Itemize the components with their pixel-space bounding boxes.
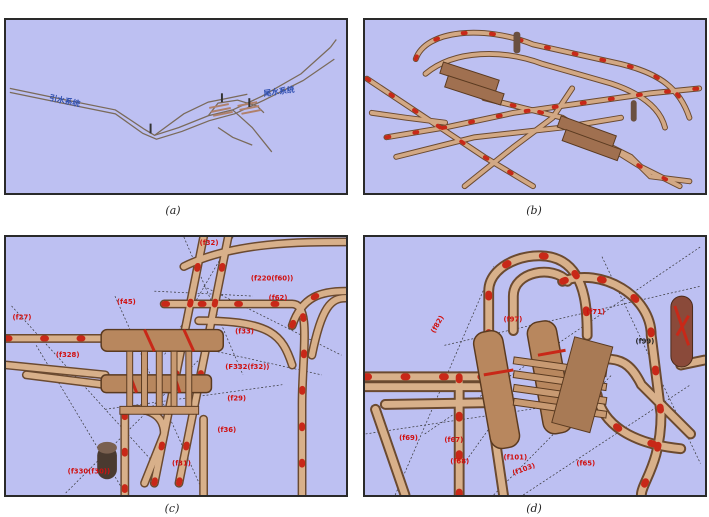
fault-label-f65: (f65) xyxy=(576,459,595,467)
caverns-b xyxy=(439,61,622,162)
panel-b xyxy=(363,18,707,195)
fault-label-f67: (f67) xyxy=(444,436,463,444)
shafts-a xyxy=(149,93,251,134)
tunnels-b xyxy=(365,29,703,190)
caption-a: (a) xyxy=(165,204,181,217)
fault-label-F332-f32: (F332(f32)) xyxy=(225,363,269,371)
shafts-b xyxy=(513,31,637,122)
caverns-d xyxy=(472,320,614,450)
fault-label-f29: (f29) xyxy=(227,394,246,402)
panel-d: (f82) (f97) (f71) (f99) (f69) (f67) (f68… xyxy=(363,235,707,497)
surge-shaft-d xyxy=(670,295,694,368)
caverns-c xyxy=(100,328,225,415)
fault-label-f27: (f27) xyxy=(13,314,32,322)
fault-label-f69: (f69) xyxy=(399,434,418,442)
label-yinshui: 引水系统 xyxy=(49,92,82,108)
caption-b: (b) xyxy=(526,204,542,217)
fault-label-f62: (f62) xyxy=(269,294,288,302)
fault-label-f82: (f82) xyxy=(429,314,445,334)
fault-label-f71: (f71) xyxy=(586,308,605,316)
label-weishui: 尾水系统 xyxy=(263,84,295,98)
caption-c: (c) xyxy=(164,502,180,515)
fault-label-f36: (f36) xyxy=(217,426,236,434)
fault-label-f33: (f33) xyxy=(235,328,254,336)
fault-label-f68: (f68) xyxy=(450,457,469,465)
fault-label-f330-f30: (f330(f30)) xyxy=(68,467,110,475)
fault-label-f103: (f103) xyxy=(511,462,536,478)
caverns-a xyxy=(209,101,262,117)
tunnels-c xyxy=(6,237,346,495)
fault-label-f45: (f45) xyxy=(117,298,136,306)
fault-label-f101: (f101) xyxy=(503,454,527,462)
fault-label-f32: (f32) xyxy=(200,239,219,247)
tunnel-lines-a xyxy=(9,39,337,153)
fault-label-f328: (f328) xyxy=(56,351,80,359)
caption-d: (d) xyxy=(526,502,542,515)
panel-c: (f27) (f328) (f45) (f32) (f220(f60)) (f6… xyxy=(4,235,348,497)
surge-shaft-c xyxy=(97,441,117,480)
fault-label-f31: (f31) xyxy=(172,459,191,467)
fault-label-f99: (f99) xyxy=(635,337,654,345)
panel-b-drawing xyxy=(365,29,703,190)
panel-a: 引水系统 尾水系统 xyxy=(4,18,348,195)
panel-c-drawing: (f27) (f328) (f45) (f32) (f220(f60)) (f6… xyxy=(6,237,346,495)
panel-a-drawing: 引水系统 尾水系统 xyxy=(9,39,337,153)
fault-label-f97: (f97) xyxy=(503,316,522,324)
panel-d-drawing: (f82) (f97) (f71) (f99) (f69) (f67) (f68… xyxy=(365,246,705,495)
fault-label-f220-f60: (f220(f60)) xyxy=(251,274,293,282)
